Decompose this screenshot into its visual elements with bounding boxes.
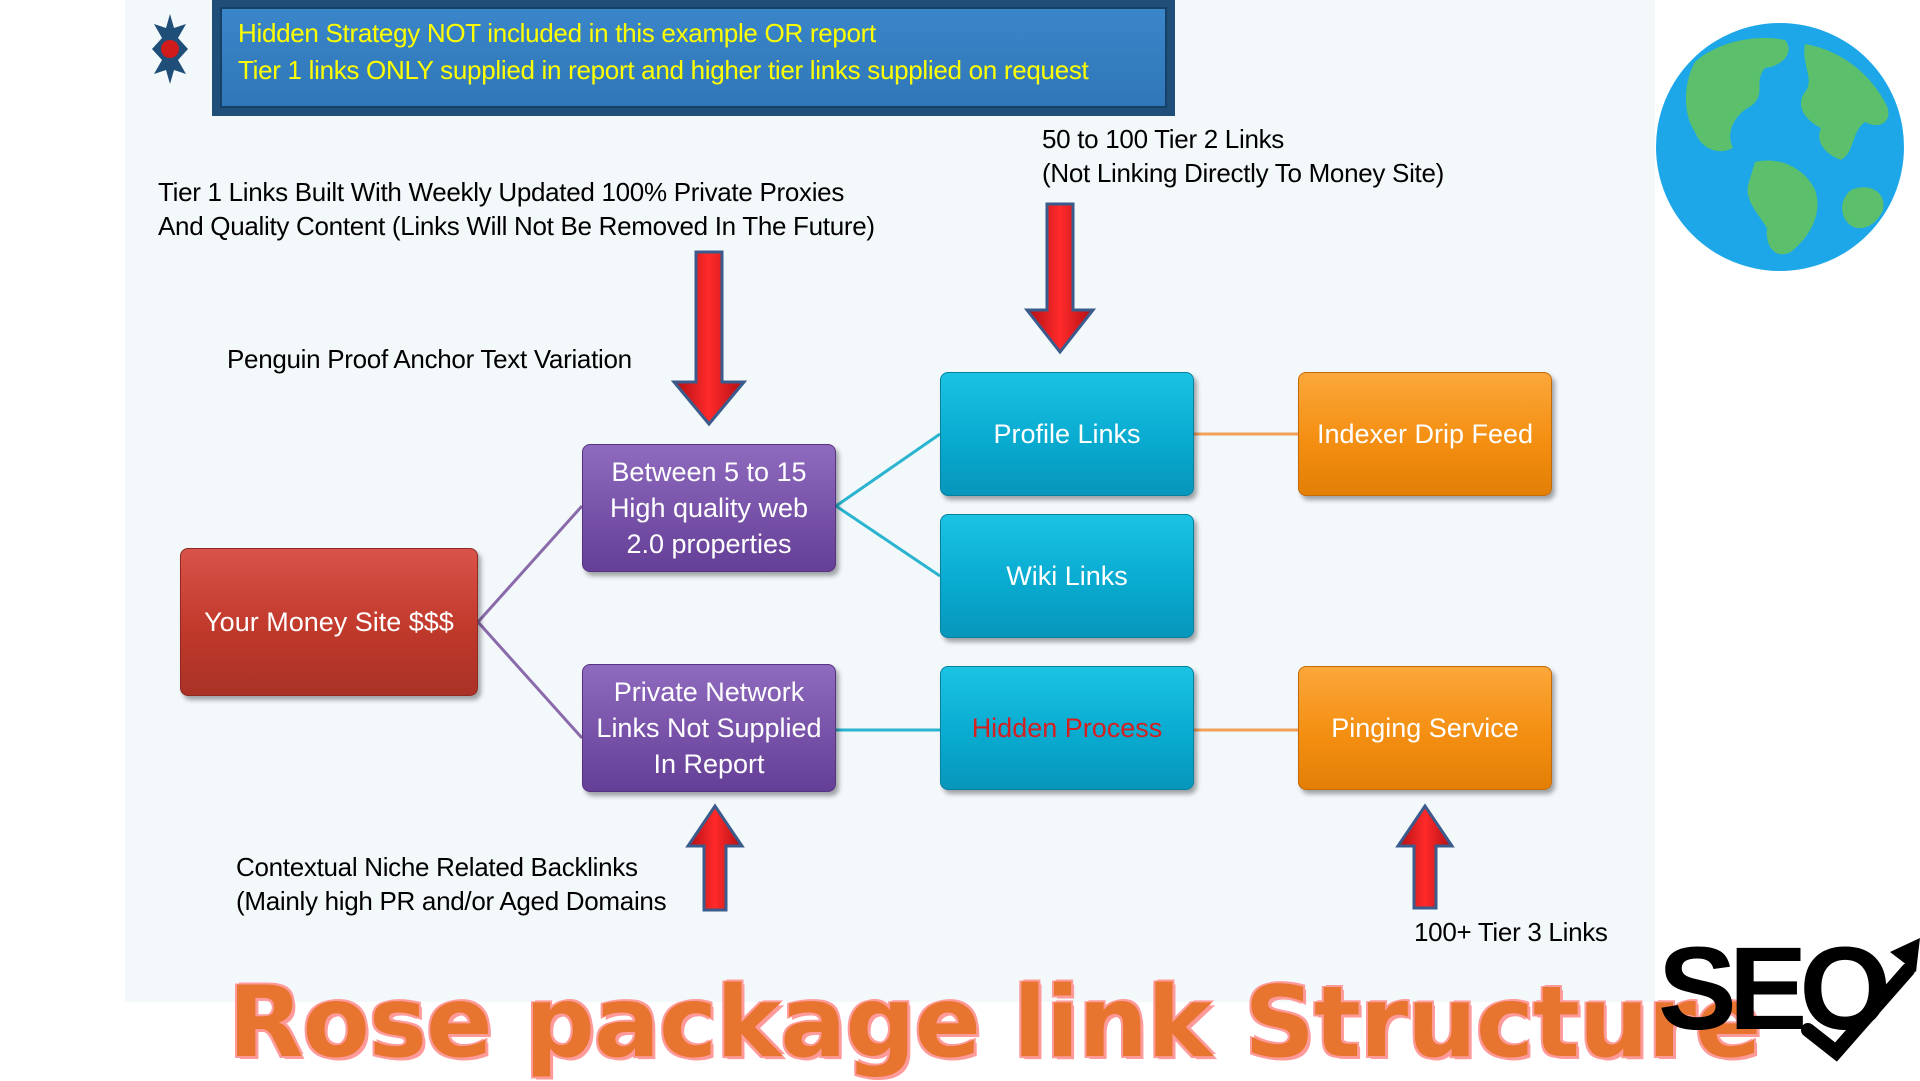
- arrow-tier3-up: [1395, 803, 1455, 910]
- money-site-node: Your Money Site $$$: [180, 548, 478, 696]
- arrow-tier2-down: [1023, 202, 1097, 355]
- star-burst-icon: [152, 14, 188, 84]
- tier2-annotation-line-2: (Not Linking Directly To Money Site): [1042, 158, 1444, 188]
- hidden-process-node: Hidden Process: [940, 666, 1194, 790]
- web20-label-line-3: 2.0 properties: [626, 529, 792, 559]
- contextual-annotation-line-1: Contextual Niche Related Backlinks: [236, 852, 638, 882]
- tier3-annotation: 100+ Tier 3 Links: [1414, 917, 1608, 947]
- web20-label-line-1: Between 5 to 15: [611, 457, 807, 487]
- globe-icon: [1656, 23, 1904, 271]
- seo-logo-icon: SEO: [1658, 920, 1920, 1070]
- indexer-node: Indexer Drip Feed: [1298, 372, 1552, 496]
- page-title: Rose package link Structure: [228, 966, 1761, 1080]
- diagram-panel: [125, 0, 1655, 1002]
- money-site-label: Your Money Site $$$: [204, 607, 454, 637]
- contextual-annotation-line-2: (Mainly high PR and/or Aged Domains: [236, 886, 667, 916]
- tier2-annotation-line-1: 50 to 100 Tier 2 Links: [1042, 124, 1284, 154]
- banner-line-2: Tier 1 links ONLY supplied in report and…: [238, 55, 1089, 85]
- profile-links-label: Profile Links: [993, 419, 1141, 449]
- indexer-label: Indexer Drip Feed: [1316, 419, 1534, 449]
- hidden-process-label: Hidden Process: [971, 713, 1163, 743]
- seo-check-arrow-icon: [1801, 938, 1920, 1062]
- private-network-label-line-2: Links Not Supplied: [596, 713, 822, 743]
- connector-web20-wiki: [835, 504, 941, 578]
- wiki-links-node: Wiki Links: [940, 514, 1194, 638]
- strategy-banner-body: Hidden Strategy NOT included in this exa…: [220, 7, 1167, 108]
- connector-money-web20: [476, 504, 584, 624]
- web20-label-line-2: High quality web: [609, 493, 809, 523]
- tier1-annotation-line-1: Tier 1 Links Built With Weekly Updated 1…: [158, 177, 845, 207]
- pinging-node: Pinging Service: [1298, 666, 1552, 790]
- pinging-label: Pinging Service: [1331, 713, 1519, 743]
- arrow-contextual-up: [685, 803, 745, 912]
- private-network-label-line-3: In Report: [653, 749, 765, 779]
- tier1-annotation-line-2: And Quality Content (Links Will Not Be R…: [158, 211, 875, 241]
- penguin-annotation: Penguin Proof Anchor Text Variation: [227, 344, 632, 374]
- connector-web20-profile: [835, 432, 941, 508]
- strategy-banner: Hidden Strategy NOT included in this exa…: [212, 0, 1175, 116]
- arrow-tier1-down: [670, 250, 748, 427]
- connector-money-private: [476, 620, 584, 740]
- wiki-links-label: Wiki Links: [1006, 561, 1128, 591]
- web20-node: Between 5 to 15 High quality web 2.0 pro…: [582, 444, 836, 572]
- banner-line-1: Hidden Strategy NOT included in this exa…: [238, 18, 876, 48]
- private-network-label-line-1: Private Network: [613, 677, 805, 707]
- private-network-node: Private Network Links Not Supplied In Re…: [582, 664, 836, 792]
- profile-links-node: Profile Links: [940, 372, 1194, 496]
